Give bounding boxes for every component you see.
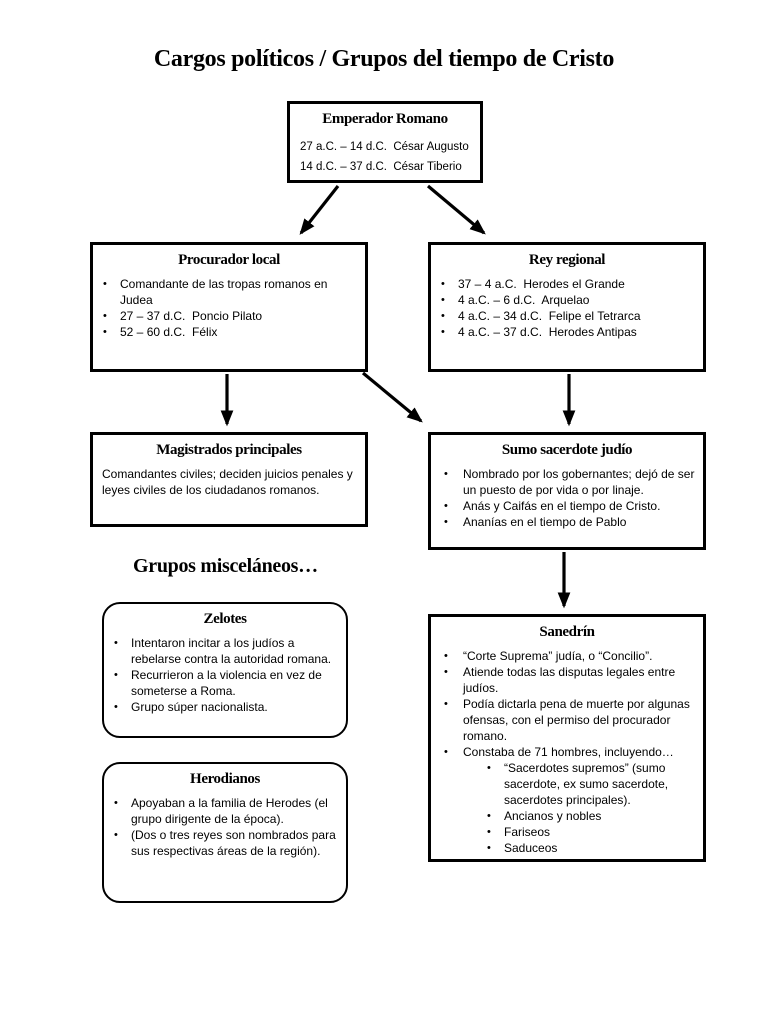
box-title: Sumo sacerdote judío bbox=[501, 442, 633, 458]
rey-regional-box: Rey regional 37 – 4 a.C. Herodes el Gran… bbox=[428, 242, 706, 372]
misc-groups-heading: Grupos misceláneos… bbox=[133, 555, 318, 577]
list-item: Anás y Caifás en el tiempo de Cristo. bbox=[431, 498, 703, 514]
box-title: Zelotes bbox=[203, 611, 247, 627]
arrow-emperador-to-procurador bbox=[299, 185, 340, 235]
sumo-sacerdote-box: Sumo sacerdote judío Nombrado por los go… bbox=[428, 432, 706, 550]
emperador-romano-box: Emperador Romano 27 a.C. – 14 d.C. César… bbox=[287, 101, 483, 183]
page-title: Cargos políticos / Grupos del tiempo de … bbox=[153, 46, 615, 72]
box-body-text: Comandantes civiles; deciden juicios pen… bbox=[102, 467, 357, 497]
list-item: 4 a.C. – 34 d.C. Felipe el Tetrarca bbox=[431, 308, 703, 324]
list-item: Podía dictarla pena de muerte por alguna… bbox=[431, 696, 703, 744]
box-body: 27 a.C. – 14 d.C. César Augusto 14 d.C. … bbox=[290, 135, 480, 177]
box-title: Rey regional bbox=[528, 252, 606, 268]
procurador-local-box: Procurador local Comandante de las tropa… bbox=[90, 242, 368, 372]
list-item: Apoyaban a la familia de Herodes (el gru… bbox=[104, 795, 346, 827]
box-title: Emperador Romano bbox=[322, 111, 448, 127]
sub-list-item: “Sacerdotes supremos” (sumo sacerdote, e… bbox=[431, 760, 703, 808]
list-item: 52 – 60 d.C. Félix bbox=[93, 324, 365, 340]
list-item: Grupo súper nacionalista. bbox=[104, 699, 346, 715]
sub-list-item: Ancianos y nobles bbox=[431, 808, 703, 824]
list-item: Constaba de 71 hombres, incluyendo… bbox=[431, 744, 703, 760]
list-item: 4 a.C. – 6 d.C. Arquelao bbox=[431, 292, 703, 308]
list-item: Nombrado por los gobernantes; dejó de se… bbox=[431, 466, 703, 498]
list-item: 4 a.C. – 37 d.C. Herodes Antipas bbox=[431, 324, 703, 340]
arrow-procurador-to-sumo bbox=[361, 371, 423, 423]
sanedrin-box: Sanedrín “Corte Suprema” judía, o “Conci… bbox=[428, 614, 706, 862]
arrow-emperador-to-rey bbox=[426, 184, 486, 235]
herodianos-box: Herodianos Apoyaban a la familia de Hero… bbox=[102, 762, 348, 903]
sub-list-item: Saduceos bbox=[431, 840, 703, 856]
list-item: Ananías en el tiempo de Pablo bbox=[431, 514, 703, 530]
list-item: Comandante de las tropas romanos en Jude… bbox=[93, 276, 365, 308]
box-title: Magistrados principales bbox=[156, 442, 302, 458]
list-item: 27 – 37 d.C. Poncio Pilato bbox=[93, 308, 365, 324]
box-title: Sanedrín bbox=[539, 624, 595, 640]
list-item: Atiende todas las disputas legales entre… bbox=[431, 664, 703, 696]
list-item: “Corte Suprema” judía, o “Concilio”. bbox=[431, 648, 703, 664]
list-item: Intentaron incitar a los judíos a rebela… bbox=[104, 635, 346, 667]
text-line: 27 a.C. – 14 d.C. César Augusto bbox=[300, 141, 469, 153]
list-item: Recurrieron a la violencia en vez de som… bbox=[104, 667, 346, 699]
box-title: Herodianos bbox=[190, 771, 260, 787]
magistrados-principales-box: Magistrados principales Comandantes civi… bbox=[90, 432, 368, 527]
list-item: (Dos o tres reyes son nombrados para sus… bbox=[104, 827, 346, 859]
zelotes-box: Zelotes Intentaron incitar a los judíos … bbox=[102, 602, 348, 738]
text-line: 14 d.C. – 37 d.C. César Tiberio bbox=[300, 161, 462, 173]
box-title: Procurador local bbox=[178, 252, 280, 268]
list-item: 37 – 4 a.C. Herodes el Grande bbox=[431, 276, 703, 292]
sub-list-item: Fariseos bbox=[431, 824, 703, 840]
